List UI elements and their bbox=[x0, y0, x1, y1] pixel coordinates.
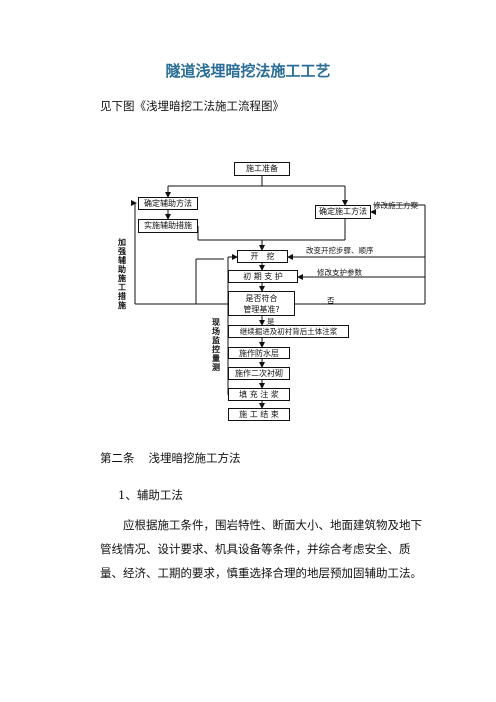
box-excavate: 开 挖 bbox=[237, 250, 288, 263]
meets-line-2: 管理基准? bbox=[243, 305, 280, 314]
label-yes: 是 bbox=[267, 317, 275, 326]
body-paragraph: 应根据施工条件，围岩特性、断面大小、地面建筑物及地下管线情况、设计要求、机具设备… bbox=[100, 513, 430, 585]
label-left-vertical: 加强辅助施工措施 bbox=[118, 238, 126, 310]
section-title: 浅埋暗挖施工方法 bbox=[148, 451, 241, 465]
box-prep: 施工准备 bbox=[234, 162, 290, 176]
label-change-steps: 改变开挖步骤、顺序 bbox=[306, 246, 374, 255]
box-finish: 施 工 结 束 bbox=[228, 408, 290, 421]
box-support: 初 期 支 护 bbox=[228, 270, 298, 283]
label-modify-params: 修改支护参数 bbox=[317, 268, 362, 277]
meets-line-1: 是否符合 bbox=[245, 294, 278, 303]
box-aux-method: 确定辅助方法 bbox=[138, 197, 198, 210]
paragraph-text: 应根据施工条件，围岩特性、断面大小、地面建筑物及地下管线情况、设计要求、机具设备… bbox=[100, 518, 422, 580]
box-plan: 确定施工方法 bbox=[315, 205, 371, 219]
box-aux-measure: 实施辅助措施 bbox=[138, 219, 198, 233]
section-heading: 第二条浅埋暗挖施工方法 bbox=[100, 450, 241, 466]
box-waterproof: 施作防水层 bbox=[228, 347, 290, 359]
document-title: 隧道浅埋暗挖法施工工艺 bbox=[165, 62, 331, 80]
box-meets-criteria: 是否符合 管理基准? bbox=[228, 291, 295, 316]
box-continue: 继续掘进及初衬背后土体注浆 bbox=[228, 325, 349, 338]
label-monitor-vertical: 现场监控量测 bbox=[212, 318, 220, 372]
subsection-heading: 1、辅助工法 bbox=[118, 488, 183, 502]
label-no: 否 bbox=[327, 296, 335, 305]
section-number: 第二条 bbox=[100, 451, 135, 465]
box-lining: 施作二次衬砌 bbox=[228, 367, 290, 380]
box-grout: 填 充 注 浆 bbox=[228, 388, 290, 401]
intro-text: 见下图《浅埋暗挖工法施工流程图》 bbox=[100, 99, 284, 113]
label-modify-plan: 修改施工方案 bbox=[373, 201, 418, 210]
